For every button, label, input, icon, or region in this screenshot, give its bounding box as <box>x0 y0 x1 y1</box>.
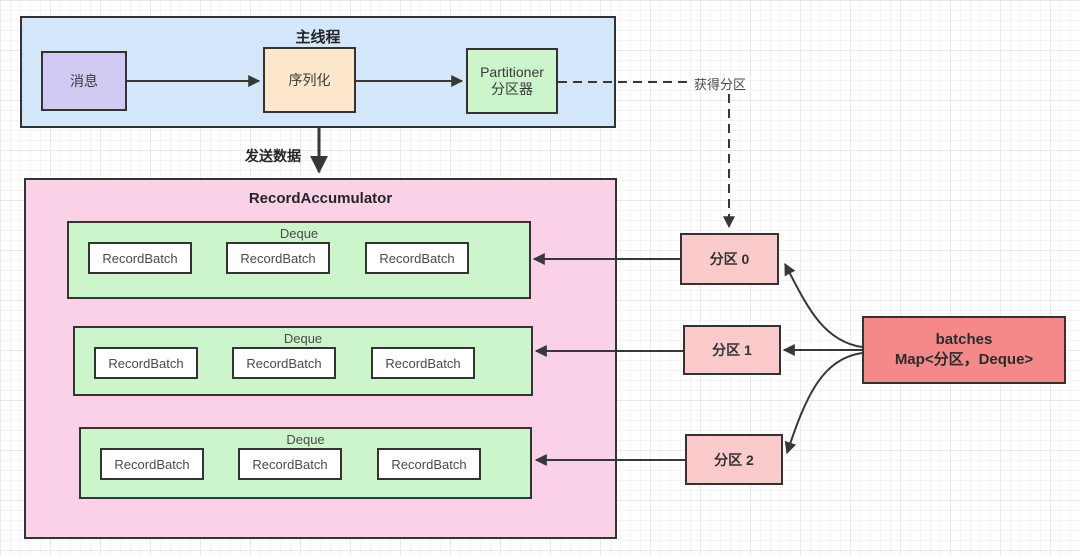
curve-batches-to-partition0 <box>784 262 863 348</box>
record-batch: RecordBatch <box>232 347 336 379</box>
partition-0-node: 分区 0 <box>680 233 779 285</box>
record-batch: RecordBatch <box>365 242 469 274</box>
record-accumulator-container: RecordAccumulator Deque RecordBatch Reco… <box>24 178 617 539</box>
record-batch: RecordBatch <box>94 347 198 379</box>
get-partition-label: 获得分区 <box>694 77 747 92</box>
record-batch: RecordBatch <box>100 448 204 480</box>
message-node: 消息 <box>41 51 127 111</box>
partition-2-node: 分区 2 <box>685 434 783 485</box>
partitioner-node-label-line1: Partitioner <box>480 63 544 80</box>
partition-1-node: 分区 1 <box>683 325 781 375</box>
curve-batches-to-partition2 <box>784 352 863 455</box>
deque-2-title: Deque <box>286 432 325 447</box>
deque-row-1: Deque RecordBatch RecordBatch RecordBatc… <box>73 326 533 396</box>
batches-map-node: batches Map<分区，Deque> <box>862 316 1066 384</box>
record-batch: RecordBatch <box>371 347 475 379</box>
deque-row-2: Deque RecordBatch RecordBatch RecordBatc… <box>79 427 532 499</box>
serialize-node: 序列化 <box>263 47 356 113</box>
send-data-label: 发送数据 <box>245 148 301 164</box>
partition-1-label: 分区 1 <box>712 342 752 358</box>
record-batch: RecordBatch <box>88 242 192 274</box>
record-batch: RecordBatch <box>377 448 481 480</box>
record-accumulator-title: RecordAccumulator <box>248 190 393 207</box>
batches-map-label-line1: batches <box>935 330 993 348</box>
deque-1-title: Deque <box>283 331 323 346</box>
message-node-label: 消息 <box>70 73 98 89</box>
partition-0-label: 分区 0 <box>709 251 750 267</box>
serialize-node-label: 序列化 <box>288 72 331 88</box>
deque-0-title: Deque <box>279 226 319 241</box>
record-batch: RecordBatch <box>226 242 330 274</box>
record-batch: RecordBatch <box>238 448 342 480</box>
partitioner-node-label-line2: 分区器 <box>491 81 533 97</box>
partition-2-label: 分区 2 <box>714 451 754 468</box>
batches-map-label-line2: Map<分区，Deque> <box>894 351 1034 368</box>
partitioner-node: Partitioner 分区器 <box>466 48 558 114</box>
main-thread-title: 主线程 <box>295 29 341 46</box>
deque-row-0: Deque RecordBatch RecordBatch RecordBatc… <box>67 221 531 299</box>
